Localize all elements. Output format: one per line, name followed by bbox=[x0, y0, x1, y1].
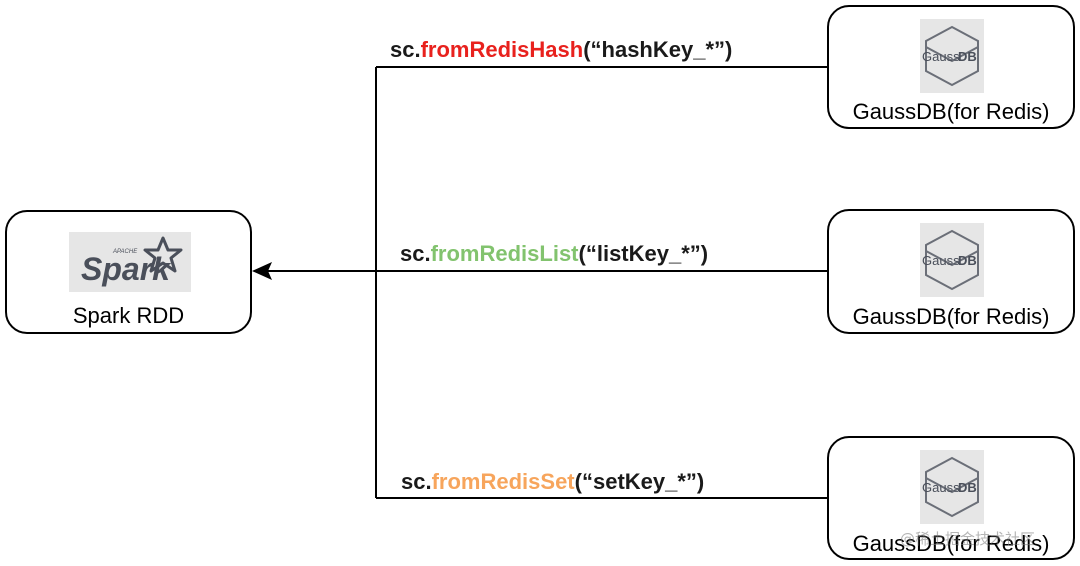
gaussdb-box-list: Gauss DB GaussDB(for Redis) bbox=[827, 209, 1075, 334]
gaussdb-label: GaussDB(for Redis) bbox=[852, 531, 1050, 556]
call-label-set: sc.fromRedisSet(“setKey_*”) bbox=[401, 469, 704, 495]
spark-logo-text: Spark bbox=[81, 251, 172, 287]
call-method: fromRedisSet bbox=[431, 469, 575, 494]
svg-text:Gauss: Gauss bbox=[922, 253, 960, 268]
svg-text:DB: DB bbox=[958, 480, 977, 495]
call-args: (“listKey_*”) bbox=[578, 241, 709, 266]
gaussdb-logo: Gauss DB bbox=[920, 450, 984, 524]
gaussdb-hexagon-icon: Gauss DB bbox=[922, 25, 979, 87]
call-prefix: sc. bbox=[401, 469, 432, 494]
svg-text:DB: DB bbox=[958, 49, 977, 64]
svg-text:Gauss: Gauss bbox=[922, 49, 960, 64]
call-prefix: sc. bbox=[400, 241, 431, 266]
watermark: @稀土掘金技术社区 bbox=[900, 530, 1036, 548]
spark-logo-small: APACHE bbox=[112, 249, 138, 255]
svg-text:DB: DB bbox=[958, 253, 977, 268]
gaussdb-box-hash: Gauss DB GaussDB(for Redis) bbox=[827, 5, 1075, 129]
spark-rdd-label: Spark RDD bbox=[72, 303, 185, 328]
call-args: (“setKey_*”) bbox=[574, 469, 705, 494]
spark-rdd-box: APACHE Spark Spark RDD bbox=[5, 210, 252, 334]
gaussdb-hexagon-icon: Gauss DB bbox=[922, 456, 979, 518]
gaussdb-hexagon-icon: Gauss DB bbox=[922, 229, 979, 291]
svg-text:Gauss: Gauss bbox=[922, 480, 960, 495]
gaussdb-box-set: Gauss DB GaussDB(for Redis) bbox=[827, 436, 1075, 560]
call-args: (“hashKey_*”) bbox=[583, 37, 733, 62]
call-prefix: sc. bbox=[390, 37, 421, 62]
gaussdb-label: GaussDB(for Redis) bbox=[852, 99, 1050, 124]
spark-logo: APACHE Spark bbox=[69, 232, 191, 292]
gaussdb-logo: Gauss DB bbox=[920, 223, 984, 297]
gaussdb-logo: Gauss DB bbox=[920, 19, 984, 93]
call-label-list: sc.fromRedisList(“listKey_*”) bbox=[400, 241, 708, 267]
call-method: fromRedisHash bbox=[420, 37, 584, 62]
call-method: fromRedisList bbox=[430, 241, 579, 266]
call-label-hash: sc.fromRedisHash(“hashKey_*”) bbox=[390, 37, 732, 63]
arrow-head bbox=[252, 262, 272, 280]
spark-star-icon: APACHE Spark bbox=[81, 236, 183, 287]
gaussdb-label: GaussDB(for Redis) bbox=[852, 304, 1050, 329]
